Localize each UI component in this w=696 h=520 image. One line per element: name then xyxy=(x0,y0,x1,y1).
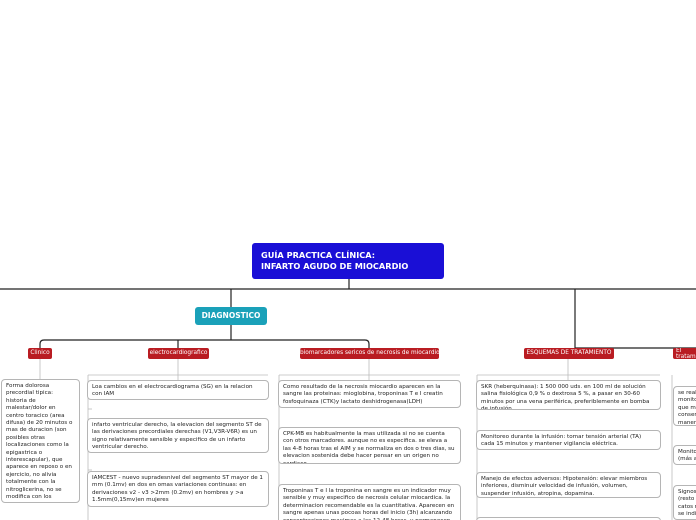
leaf-bio-cpk-mb[interactable]: CPK-MB es habitualmente la mas utilizada… xyxy=(278,427,461,464)
root-title-line2: INFARTO AGUDO DE MIOCARDIO xyxy=(261,261,409,271)
leaf-bio-necrosis[interactable]: Como resultado de la necrosis miocardio … xyxy=(278,380,461,408)
root-title-line1: GUÍA PRACTICA CLÍNICA: xyxy=(261,250,376,260)
leaf-electro-ventricular-derecho[interactable]: infarto ventricular derecho, la elevacio… xyxy=(87,418,269,453)
leaf-tratamiento-realizo[interactable]: se realiz monitoreo que mc conserv maner… xyxy=(673,386,696,426)
subtopic-esquemas-tratamiento[interactable]: ESQUEMAS DE TRATAMIENTO xyxy=(524,348,614,359)
root-node[interactable]: GUÍA PRACTICA CLÍNICA: INFARTO AGUDO DE … xyxy=(252,243,444,279)
leaf-bio-troponinas[interactable]: Troponinas T e I la troponina en sangre … xyxy=(278,484,461,520)
subtopic-biomarcadores[interactable]: biomarcadores sericos de necrosis de mio… xyxy=(300,348,439,359)
leaf-electro-cambios[interactable]: Loa cambios en el electrocardiograma (SG… xyxy=(87,380,269,400)
subtopic-clinico[interactable]: Clinico xyxy=(28,348,52,359)
leaf-electro-iamcest[interactable]: IAMCEST - nuevo supradesnivel del segmen… xyxy=(87,471,269,507)
leaf-esquemas-efectos-adversos[interactable]: Manejo de efectos adversos: Hipotensión:… xyxy=(476,472,661,498)
leaf-esquemas-monitoreo[interactable]: Monitoreo durante la infusión: tomar ten… xyxy=(476,430,661,450)
subtopic-tratamiento-coronario[interactable]: El tratamiento Corona xyxy=(673,348,696,359)
subtopic-electrocardiografico[interactable]: electrocardiografico xyxy=(148,348,209,359)
topic-diagnostico[interactable]: DIAGNOSTICO xyxy=(195,307,267,325)
leaf-esquemas-skr[interactable]: SKR (heberquinasa): 1 500 000 uds. en 10… xyxy=(476,380,661,410)
leaf-tratamiento-monitoreo[interactable]: Monito (más a xyxy=(673,445,696,465)
leaf-clinico-dolor[interactable]: Forma dolorosa precordial tipica: histor… xyxy=(1,379,80,503)
leaf-tratamiento-signos[interactable]: Signos (resto catos r se indi xyxy=(673,485,696,520)
leaf-esquemas-partial[interactable] xyxy=(476,517,661,520)
